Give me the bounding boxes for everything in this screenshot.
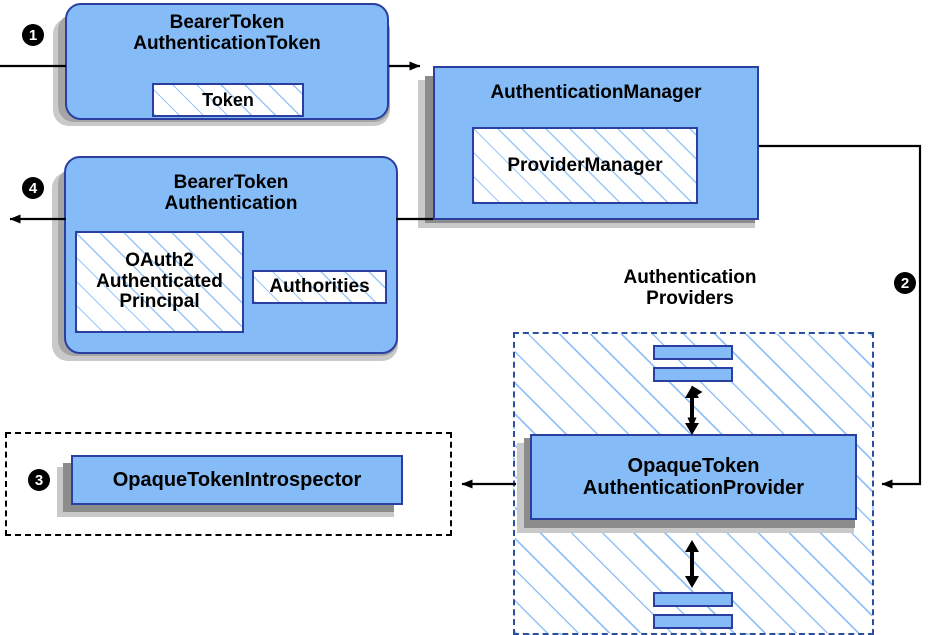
step-marker-3: 3 — [28, 469, 50, 491]
title-line-1: OpaqueToken — [627, 454, 760, 477]
node-bearer-token-authentication-token[interactable]: BearerToken AuthenticationToken Token — [65, 3, 389, 120]
opaque-token-introspector-label: OpaqueTokenIntrospector — [112, 468, 362, 491]
step-marker-4: 4 — [22, 177, 44, 199]
node-opaque-token-authentication-provider[interactable]: OpaqueToken AuthenticationProvider — [530, 434, 857, 520]
provider-manager-label: ProviderManager — [507, 154, 663, 176]
node-opaque-token-introspector[interactable]: OpaqueTokenIntrospector — [71, 455, 403, 505]
introspector-group — [5, 432, 452, 536]
authentication-providers-title: Authentication Providers — [565, 267, 815, 310]
principal-line-1: OAuth2 — [125, 249, 194, 271]
stacked-bars-bottom — [653, 592, 733, 629]
node-authorities[interactable]: Authorities — [252, 270, 387, 304]
title-line-2: Providers — [646, 288, 734, 310]
node-provider-manager[interactable]: ProviderManager — [472, 127, 698, 204]
step-marker-2: 2 — [894, 272, 916, 294]
stacked-bar — [653, 367, 733, 382]
title-line-2: AuthenticationProvider — [582, 477, 805, 499]
authentication-manager-title: AuthenticationManager — [490, 82, 702, 103]
title-line-1: BearerToken — [169, 12, 285, 33]
title-line-2: Authentication — [164, 193, 298, 215]
title-line-1: BearerToken — [173, 172, 289, 193]
bearer-token-authentication-title: BearerToken Authentication — [165, 172, 298, 215]
stacked-bar — [653, 614, 733, 629]
title-line-1: Authentication — [623, 267, 757, 288]
oauth2-authenticated-principal-label: OAuth2 Authenticated Principal — [96, 249, 223, 314]
node-bearer-token-authentication[interactable]: BearerToken Authentication OAuth2 Authen… — [64, 156, 398, 354]
title-line-2: AuthenticationToken — [133, 33, 321, 55]
stacked-bars-top — [653, 345, 733, 382]
opaque-token-authentication-provider-title: OpaqueToken AuthenticationProvider — [583, 455, 804, 500]
bearer-token-authentication-token-title: BearerToken AuthenticationToken — [133, 12, 321, 55]
authorities-label: Authorities — [269, 276, 370, 298]
principal-line-2: Authenticated — [96, 270, 223, 292]
node-authentication-manager[interactable]: AuthenticationManager ProviderManager — [433, 66, 759, 220]
node-oauth2-authenticated-principal[interactable]: OAuth2 Authenticated Principal — [75, 231, 244, 333]
stacked-bar — [653, 345, 733, 360]
node-token[interactable]: Token — [152, 83, 304, 117]
principal-line-3: Principal — [119, 291, 200, 313]
token-label: Token — [202, 89, 254, 110]
stacked-bar — [653, 592, 733, 607]
step-marker-1: 1 — [22, 24, 44, 46]
